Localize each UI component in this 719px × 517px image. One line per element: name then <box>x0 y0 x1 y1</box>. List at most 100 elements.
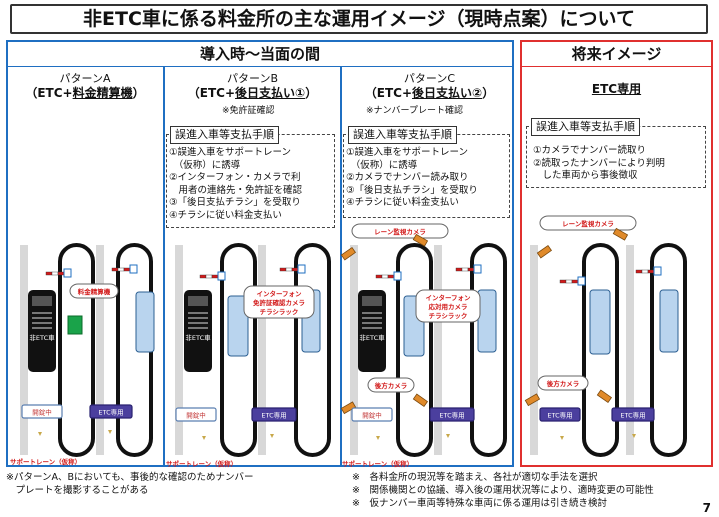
booth-grille <box>188 322 208 324</box>
booth-grille <box>362 327 382 329</box>
column-divider <box>340 66 342 465</box>
toll-island <box>477 289 497 353</box>
gate-bar <box>57 271 65 276</box>
rear-camera-callout-d-text: 後方カメラ <box>547 379 580 388</box>
procedure-step: ③「後日支払チラシ」を受取り <box>346 184 478 196</box>
gate-bar <box>375 274 383 279</box>
lane-camera-c <box>412 233 429 247</box>
lane-divider <box>20 245 28 455</box>
gate-bar <box>565 279 573 284</box>
booth-grille <box>362 322 382 324</box>
lane-divider <box>96 245 104 455</box>
procedure-step: ②カメラでナンバー読み取り <box>346 172 469 183</box>
rear-camera-callout-c <box>367 377 415 393</box>
lane-camera-d <box>536 244 553 259</box>
booth-grille <box>32 312 52 314</box>
pattern-c-name: パターンC <box>403 72 456 85</box>
gate-bar <box>51 271 59 276</box>
footnote-right-line: ※ 仮ナンバー車両等特殊な車両に係る運用は引き続き検討 <box>352 498 607 509</box>
pattern-a-title: パターンA （ETC+料金精算機） <box>10 72 160 100</box>
toll-island <box>227 295 249 357</box>
gate-bar <box>467 267 475 272</box>
pattern-a-name: パターンA <box>59 72 111 85</box>
gate-antenna <box>473 264 482 274</box>
interphone-callout-c-text: チラシラック <box>429 311 468 320</box>
sign-open-label: 開錠中 <box>32 408 52 417</box>
footnote-left: ※パターンA、Bにおいても、事後的な確認のためナンバー プレートを撮影することが… <box>6 471 253 497</box>
sign-etc-only <box>251 407 297 422</box>
lane-camera-c <box>340 246 357 261</box>
footnote-left-line: ※パターンA、Bにおいても、事後的な確認のためナンバー <box>6 472 254 483</box>
interphone-callout-b-text: インターフォン <box>256 289 302 298</box>
gate-antenna <box>577 276 586 286</box>
toll-island <box>135 291 155 353</box>
pattern-a-subtitle: （ETC+料金精算機） <box>25 86 145 100</box>
lane-marker-icon <box>202 436 206 440</box>
section-now: 導入時～当面の間 <box>6 40 514 467</box>
gate-bar <box>647 269 655 274</box>
gate-antenna <box>297 264 306 274</box>
procedure-step: ①誤進入車をサポートレーン <box>169 147 292 158</box>
procedure-step: ②読取ったナンバーにより判明 <box>533 157 665 169</box>
pattern-b-note: ※免許証確認 <box>222 106 275 116</box>
lane-divider <box>258 245 266 455</box>
sign-open-label: 開錠中 <box>362 411 382 420</box>
procedure-step: ①誤進入車をサポートレーン <box>346 147 469 158</box>
lane-camera-callout-c-text: レーン監視カメラ <box>374 227 426 236</box>
lane-camera-callout-d <box>539 215 637 231</box>
interphone-callout-b <box>243 285 315 319</box>
support-lane-label-b: サポートレーン（仮称） <box>166 460 238 468</box>
interphone-callout-b-text: 免許証確認カメラ <box>253 298 305 307</box>
procedure-step: 用者の連絡先・免許証を確認 <box>169 184 303 196</box>
procedure-step: （仮称）に誘導 <box>346 159 418 171</box>
procedure-step: ④チラシに従い料金支払い <box>169 209 282 221</box>
sign-etc-only-label: ETC専用 <box>620 411 645 420</box>
rear-camera-d <box>524 393 541 407</box>
page-number: 7 <box>702 501 711 515</box>
booth-label: 非ETC車 <box>185 333 211 342</box>
gate-bar <box>199 274 207 279</box>
gate-bar <box>559 279 567 284</box>
gate-bar <box>387 274 395 279</box>
pattern-c-title: パターンC （ETC+後日支払い②） <box>342 72 517 100</box>
interphone-callout-c-text: 応対用カメラ <box>428 302 468 311</box>
fare-machine-callout-text: 料金精算機 <box>78 287 111 296</box>
sign-etc-only-label: ETC専用 <box>547 411 572 420</box>
gate-bar <box>111 267 119 272</box>
pattern-b-subtitle: （ETC+後日支払い①） <box>187 86 318 100</box>
gate-bar <box>123 267 131 272</box>
booth-grille <box>362 317 382 319</box>
lane-marker-icon <box>38 432 42 436</box>
booth-grille <box>362 312 382 314</box>
footnote-right-line: ※ 関係機関との協議、導入後の運用状況等により、適時変更の可能性 <box>352 485 654 496</box>
booth-grille <box>32 317 52 319</box>
procedure-title-b: 誤進入車等支払手順 <box>170 126 279 144</box>
gate-bar <box>211 274 219 279</box>
lane-marker-icon <box>270 434 274 438</box>
interphone-callout-b-text: チラシラック <box>260 307 299 316</box>
footnote-right-line: ※ 各料金所の現況等を踏まえ、各社が適切な手法を選択 <box>352 472 598 483</box>
section-now-heading: 導入時～当面の間 <box>8 42 512 67</box>
booth-vehicle <box>28 290 56 372</box>
lane-camera-callout-c <box>351 223 449 239</box>
gate-bar <box>205 274 213 279</box>
booth-grille <box>188 317 208 319</box>
rear-camera-d <box>596 389 613 404</box>
interphone-callout-c <box>415 289 481 323</box>
section-future: 将来イメージ <box>520 40 713 467</box>
gate-bar <box>461 267 469 272</box>
booth-label: 非ETC車 <box>359 333 385 342</box>
gate-bar <box>285 267 293 272</box>
gate-antenna <box>393 271 402 281</box>
procedure-step: した車両から事後徴収 <box>533 170 638 181</box>
gate-bar <box>117 267 125 272</box>
lane-marker-icon <box>632 434 636 438</box>
sign-open-label: 開錠中 <box>186 411 206 420</box>
lane-divider <box>530 245 538 455</box>
toll-island <box>589 289 611 355</box>
rear-camera-c <box>340 401 357 415</box>
